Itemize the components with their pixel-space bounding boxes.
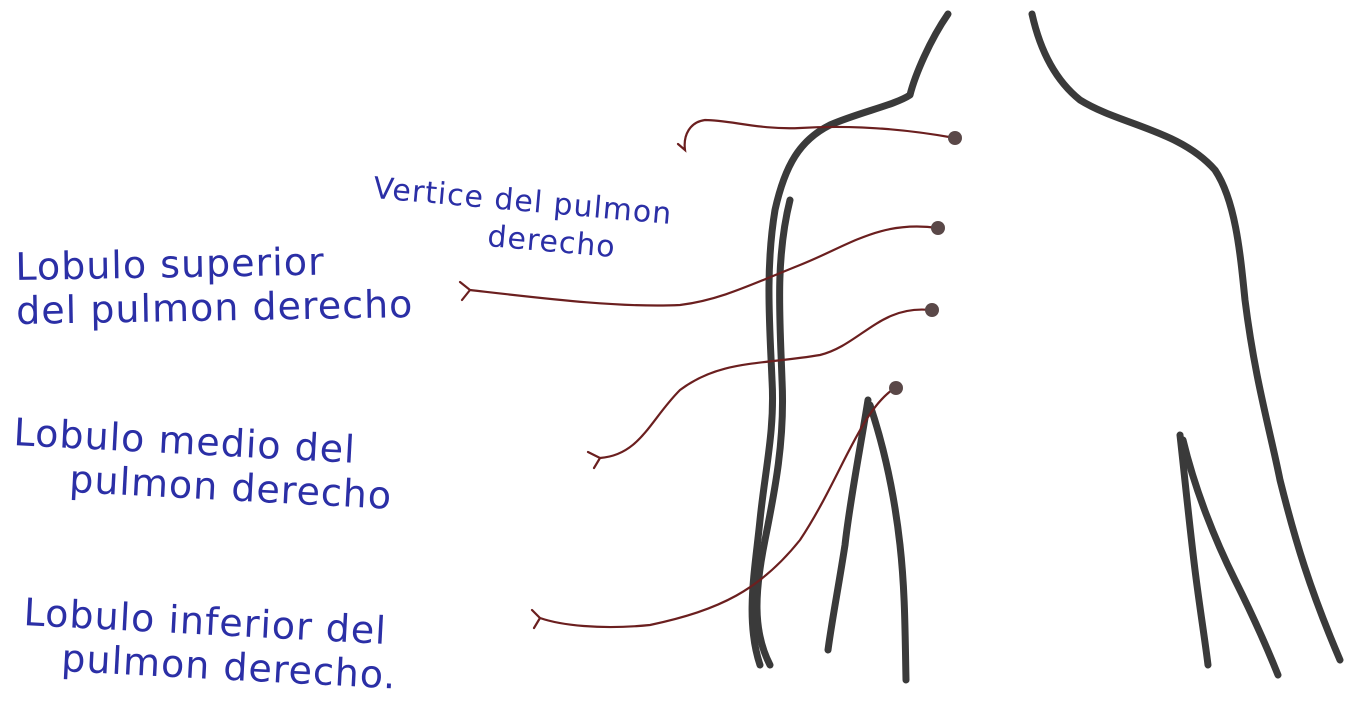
body-outline (748, 10, 1344, 684)
left-armpit-line-inner (866, 401, 910, 684)
pointer-line-inferior (530, 386, 897, 630)
pointer-line-superior (458, 225, 940, 307)
label-superior-line-2: del pulmon derecho (15, 282, 414, 333)
pointer-line-vertice (676, 118, 957, 153)
neck-right-and-right-side-line (1028, 10, 1344, 664)
marker-dot-superior (931, 221, 945, 235)
left-armpit-line-outer (824, 396, 872, 654)
label-lobulo-superior: Lobulo superior del pulmon derecho (15, 238, 414, 333)
left-arm-outer-line (753, 196, 794, 669)
marker-dot-inferior (889, 381, 903, 395)
right-armpit-line-outer (1176, 431, 1212, 669)
marker-dot-vertice (948, 131, 962, 145)
marker-dot-medio (925, 303, 939, 317)
pointer-line-medio (586, 308, 932, 470)
neck-left-line (748, 10, 952, 669)
right-armpit-line-inner (1179, 436, 1282, 679)
label-superior-line-1: Lobulo superior (15, 239, 326, 289)
pointer-lines (458, 118, 957, 630)
marker-dots (889, 131, 962, 395)
